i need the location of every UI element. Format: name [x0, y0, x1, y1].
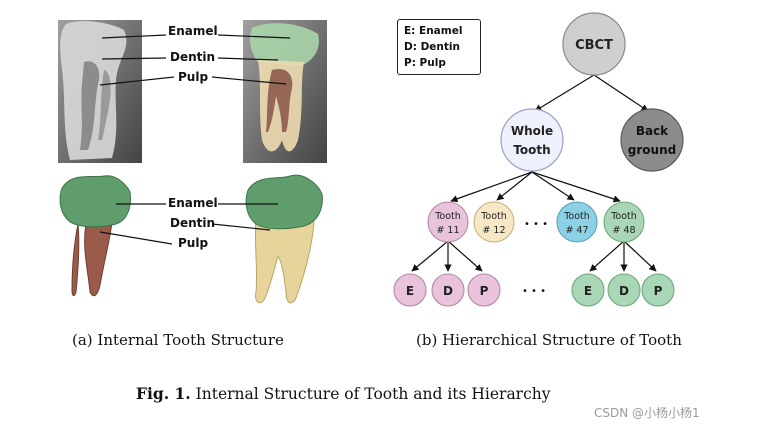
node-tooth-47-label-1: Tooth	[563, 211, 590, 222]
label-pulp-bottom: Pulp	[178, 236, 209, 250]
bottom-leader-lines	[99, 203, 278, 245]
node-background: Back ground	[620, 108, 684, 172]
node-whole-tooth-label-2: Tooth	[513, 143, 550, 157]
node-tooth-48-label-1: Tooth	[610, 211, 637, 222]
leaf-left-d: D	[431, 273, 465, 307]
node-tooth-11-label-1: Tooth	[434, 211, 461, 222]
node-tooth-47: Tooth # 47	[556, 201, 598, 243]
tooth-3d-dentin-model	[245, 174, 323, 304]
legend-item-enamel: E: Enamel	[404, 25, 463, 37]
top-leader-lines	[99, 34, 291, 86]
panel-a-caption: (a) Internal Tooth Structure	[72, 331, 284, 349]
node-background-label-2: ground	[628, 143, 676, 157]
figure-caption-label: Fig. 1.	[136, 384, 191, 403]
teeth-ellipsis: • • •	[524, 219, 548, 230]
leaf-right-d: D	[607, 273, 641, 307]
figure-caption-text: Internal Structure of Tooth and its Hier…	[190, 385, 551, 403]
leaf-right-p-label: P	[654, 284, 663, 298]
figure-caption: Fig. 1. Internal Structure of Tooth and …	[136, 384, 551, 403]
tree-edges	[411, 74, 657, 272]
watermark: CSDN @小杨小杨1	[594, 406, 700, 420]
node-whole-tooth-circle	[500, 108, 564, 172]
label-enamel-top: Enamel	[168, 24, 218, 38]
node-tooth-47-label-2: # 47	[565, 225, 588, 236]
node-cbct: CBCT	[562, 12, 626, 76]
node-cbct-label: CBCT	[575, 38, 613, 53]
node-background-circle	[620, 108, 684, 172]
label-pulp-top: Pulp	[178, 70, 209, 84]
label-enamel-bottom: Enamel	[168, 196, 218, 210]
leaf-left-p-label: P	[480, 284, 489, 298]
node-whole-tooth-label-1: Whole	[511, 124, 553, 138]
node-whole-tooth: Whole Tooth	[500, 108, 564, 172]
node-background-label-1: Back	[636, 124, 669, 138]
legend: E: Enamel D: Dentin P: Pulp	[397, 19, 481, 75]
leaf-right-e: E	[571, 273, 605, 307]
panel-b-caption: (b) Hierarchical Structure of Tooth	[416, 331, 682, 349]
node-tooth-12: Tooth # 12	[473, 201, 515, 243]
ct-slice-image	[58, 20, 142, 163]
leaf-right-p: P	[641, 273, 675, 307]
node-tooth-11: Tooth # 11	[427, 201, 469, 243]
leaf-left-d-label: D	[443, 284, 453, 298]
node-tooth-48-label-2: # 48	[612, 225, 635, 236]
tooth-3d-pulp-model	[59, 175, 131, 297]
leaf-left-e-label: E	[406, 284, 414, 298]
leaf-left-p: P	[467, 273, 501, 307]
leaf-right-d-label: D	[619, 284, 629, 298]
leaf-left-e: E	[393, 273, 427, 307]
node-tooth-48: Tooth # 48	[603, 201, 645, 243]
node-tooth-12-label-1: Tooth	[480, 211, 507, 222]
leaf-right-e-label: E	[584, 284, 592, 298]
label-dentin-top: Dentin	[170, 50, 216, 64]
label-dentin-bottom: Dentin	[170, 216, 216, 230]
leaves-ellipsis: • • •	[522, 286, 546, 297]
legend-item-dentin: D: Dentin	[404, 41, 460, 53]
legend-item-pulp: P: Pulp	[404, 57, 446, 69]
node-tooth-12-label-2: # 12	[482, 225, 505, 236]
node-tooth-11-label-2: # 11	[436, 225, 459, 236]
